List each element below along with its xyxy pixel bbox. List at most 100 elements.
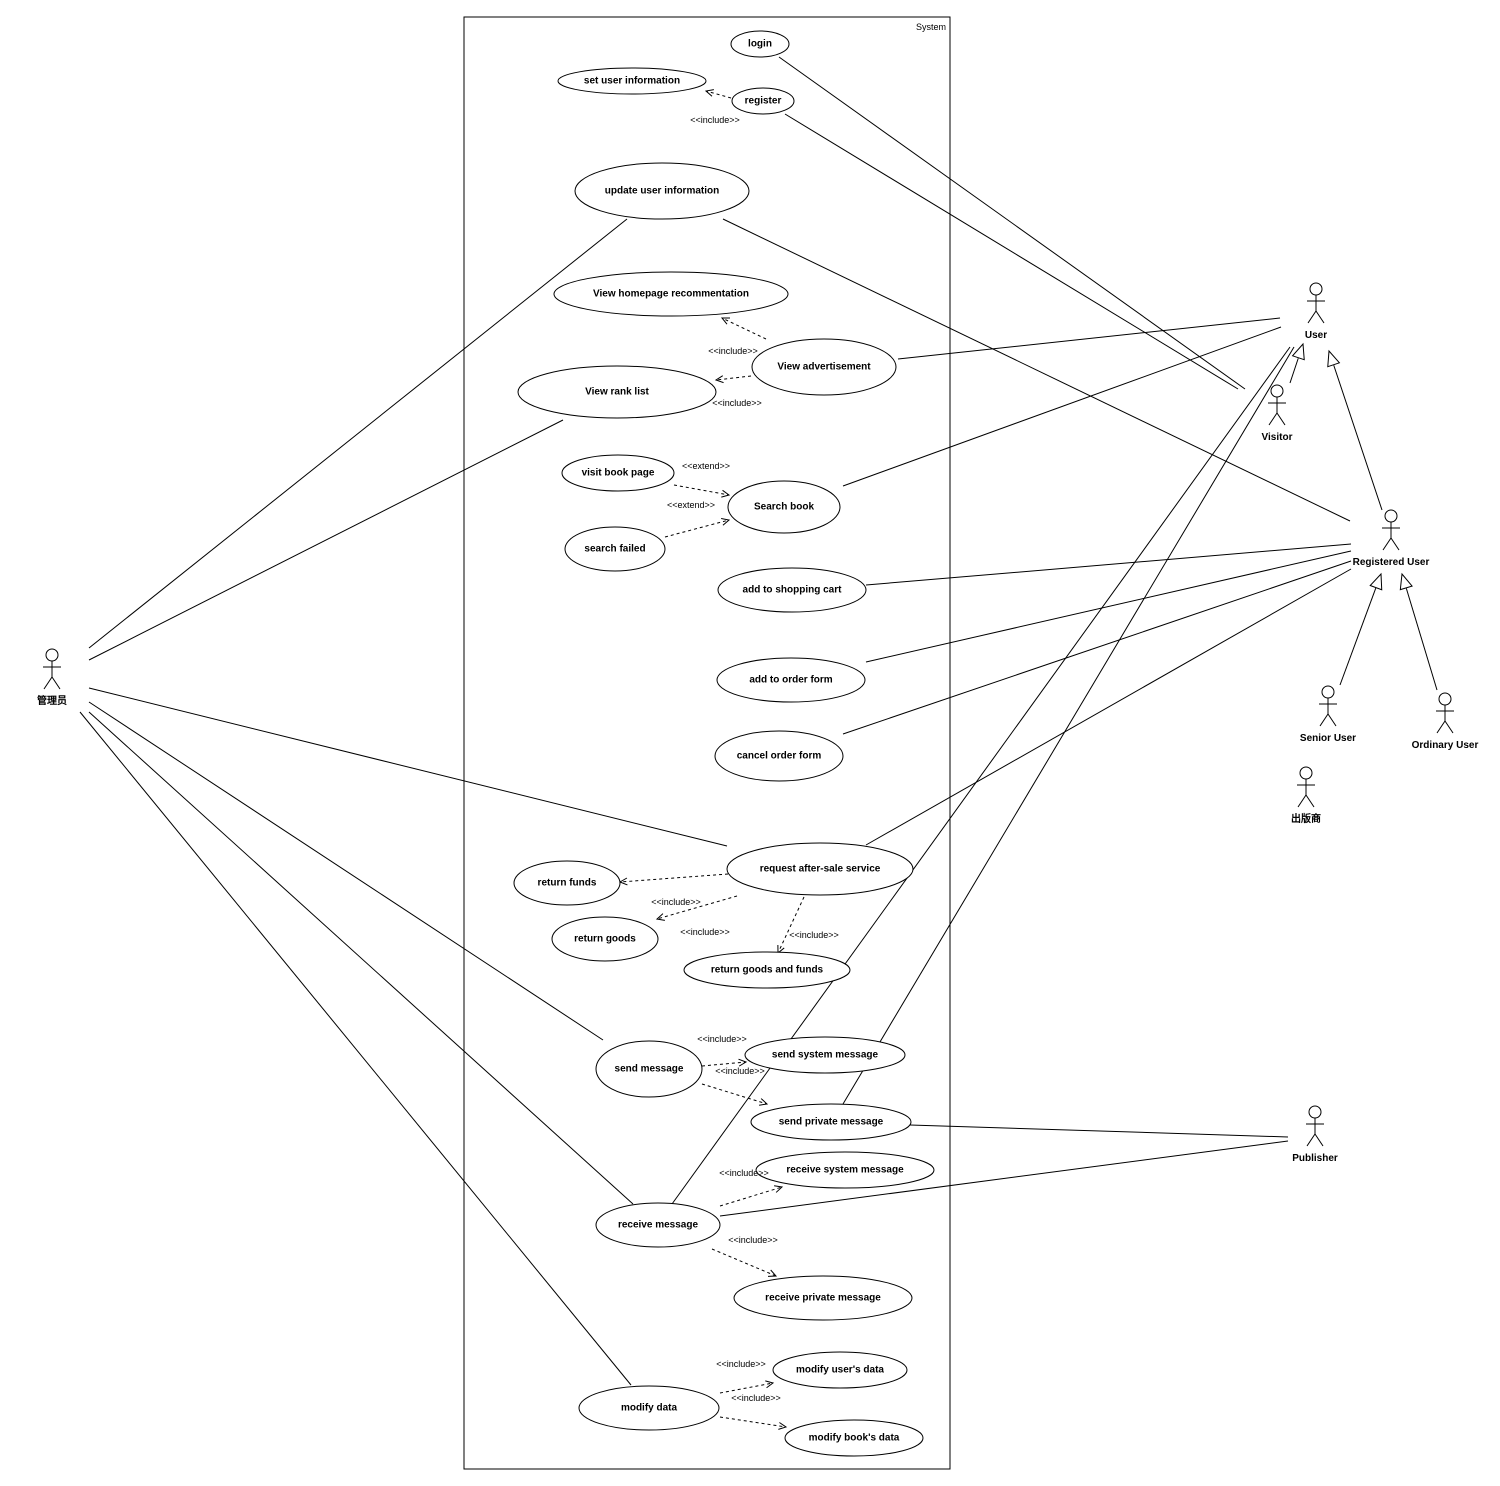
association-line — [88, 419, 564, 661]
use-case-modify-user[interactable]: modify user's data — [772, 1351, 908, 1389]
use-case-return-goods-funds[interactable]: return goods and funds — [683, 951, 851, 989]
use-case-ellipse[interactable] — [726, 842, 914, 896]
association-line — [909, 1124, 1289, 1138]
use-case-cancel-order[interactable]: cancel order form — [714, 730, 844, 782]
use-case-label: View rank list — [585, 387, 649, 398]
use-case-ellipse[interactable] — [784, 1419, 924, 1457]
use-case-ellipse[interactable] — [513, 860, 621, 906]
use-case-modify-book[interactable]: modify book's data — [784, 1419, 924, 1457]
use-case-ellipse[interactable] — [744, 1036, 906, 1074]
association-line — [719, 1140, 1289, 1217]
use-case-label: cancel order form — [737, 751, 822, 762]
use-case-search-book[interactable]: Search book — [727, 480, 841, 534]
use-case-send-message[interactable]: send message — [595, 1040, 703, 1098]
actor-right-leg — [1390, 537, 1400, 551]
use-case-ellipse[interactable] — [717, 567, 867, 613]
use-case-register[interactable]: register — [731, 87, 795, 115]
use-case-ellipse[interactable] — [730, 30, 790, 58]
actor-right-leg — [1305, 794, 1315, 808]
include-stereotype: <<include>> — [690, 115, 740, 125]
actor-ordinary[interactable]: Ordinary User — [1412, 692, 1479, 751]
use-case-return-goods[interactable]: return goods — [551, 916, 659, 962]
use-case-ellipse[interactable] — [751, 338, 897, 396]
use-case-after-sale[interactable]: request after-sale service — [726, 842, 914, 896]
use-case-ellipse[interactable] — [564, 526, 666, 572]
actor-label: 出版商 — [1291, 812, 1321, 825]
actor-visitor[interactable]: Visitor — [1262, 384, 1293, 443]
generalization-arrows — [1289, 342, 1438, 691]
system-boundary-title: System — [916, 22, 946, 32]
use-case-ellipse[interactable] — [733, 1275, 913, 1321]
use-case-visit-book[interactable]: visit book page — [561, 454, 675, 492]
actor-head — [1438, 692, 1452, 706]
use-case-view-ad[interactable]: View advertisement — [751, 338, 897, 396]
use-case-ellipse[interactable] — [551, 916, 659, 962]
use-case-label: request after-sale service — [760, 864, 881, 875]
actor-chubanshang[interactable]: 出版商 — [1291, 766, 1321, 825]
use-case-modify-data[interactable]: modify data — [578, 1385, 720, 1431]
use-case-label: return funds — [538, 878, 597, 889]
actor-head — [1384, 509, 1398, 523]
use-case-ellipse[interactable] — [561, 454, 675, 492]
include-stereotype: <<include>> — [731, 1393, 781, 1403]
actor-senior[interactable]: Senior User — [1300, 685, 1356, 744]
use-case-ellipse[interactable] — [683, 951, 851, 989]
association-line — [784, 113, 1239, 390]
include-stereotype: <<include>> — [680, 927, 730, 937]
dependency-line — [777, 896, 805, 954]
dependency-arrows — [618, 89, 805, 1430]
use-case-label: modify user's data — [796, 1365, 884, 1376]
actor-admin[interactable]: 管理员 — [37, 648, 67, 707]
use-case-ellipse[interactable] — [578, 1385, 720, 1431]
use-case-ellipse[interactable] — [595, 1202, 721, 1248]
use-case-ellipse[interactable] — [714, 730, 844, 782]
use-case-ellipse[interactable] — [772, 1351, 908, 1389]
dependency-line — [619, 873, 729, 883]
use-case-ellipse[interactable] — [731, 87, 795, 115]
dependency-line — [721, 317, 767, 340]
use-case-ellipse[interactable] — [574, 162, 750, 220]
use-case-search-failed[interactable]: search failed — [564, 526, 666, 572]
use-case-receive-system[interactable]: receive system message — [755, 1151, 935, 1189]
use-case-label: login — [748, 39, 772, 50]
dependency-arrow — [720, 317, 767, 340]
actor-user[interactable]: User — [1305, 282, 1327, 341]
use-case-send-private[interactable]: send private message — [750, 1103, 912, 1141]
use-case-receive-message[interactable]: receive message — [595, 1202, 721, 1248]
include-stereotype: <<include>> — [651, 897, 701, 907]
actor-head — [1321, 685, 1335, 699]
dependency-arrow — [719, 1185, 784, 1207]
use-case-add-order[interactable]: add to order form — [716, 657, 866, 703]
association-lines — [79, 56, 1352, 1386]
generalization-arrow — [1399, 572, 1438, 691]
actor-registered[interactable]: Registered User — [1353, 509, 1430, 568]
use-case-ellipse[interactable] — [557, 67, 707, 95]
dependency-arrow — [711, 1248, 778, 1277]
use-case-ellipse[interactable] — [553, 271, 789, 317]
use-case-ellipse[interactable] — [755, 1151, 935, 1189]
generalization-line — [1289, 358, 1299, 384]
use-case-label: visit book page — [582, 468, 655, 479]
generalization-triangle — [1369, 572, 1383, 591]
actor-publisher[interactable]: Publisher — [1292, 1105, 1338, 1164]
use-case-view-rank[interactable]: View rank list — [517, 365, 717, 419]
use-case-send-system[interactable]: send system message — [744, 1036, 906, 1074]
use-case-view-homepage[interactable]: View homepage recommentation — [553, 271, 789, 317]
use-case-return-funds[interactable]: return funds — [513, 860, 621, 906]
system-boundary — [463, 16, 951, 1470]
use-case-add-cart[interactable]: add to shopping cart — [717, 567, 867, 613]
use-case-login[interactable]: login — [730, 30, 790, 58]
use-case-receive-private[interactable]: receive private message — [733, 1275, 913, 1321]
actor-left-leg — [1436, 720, 1446, 734]
use-case-ellipse[interactable] — [716, 657, 866, 703]
use-case-ellipse[interactable] — [517, 365, 717, 419]
use-case-ellipse[interactable] — [750, 1103, 912, 1141]
use-case-ellipse[interactable] — [727, 480, 841, 534]
association-line — [897, 317, 1281, 360]
actor-left-leg — [1319, 713, 1329, 727]
use-case-ellipse[interactable] — [595, 1040, 703, 1098]
dependency-line — [664, 519, 730, 538]
use-case-set-user-info[interactable]: set user information — [557, 67, 707, 95]
use-case-update-user-info[interactable]: update user information — [574, 162, 750, 220]
